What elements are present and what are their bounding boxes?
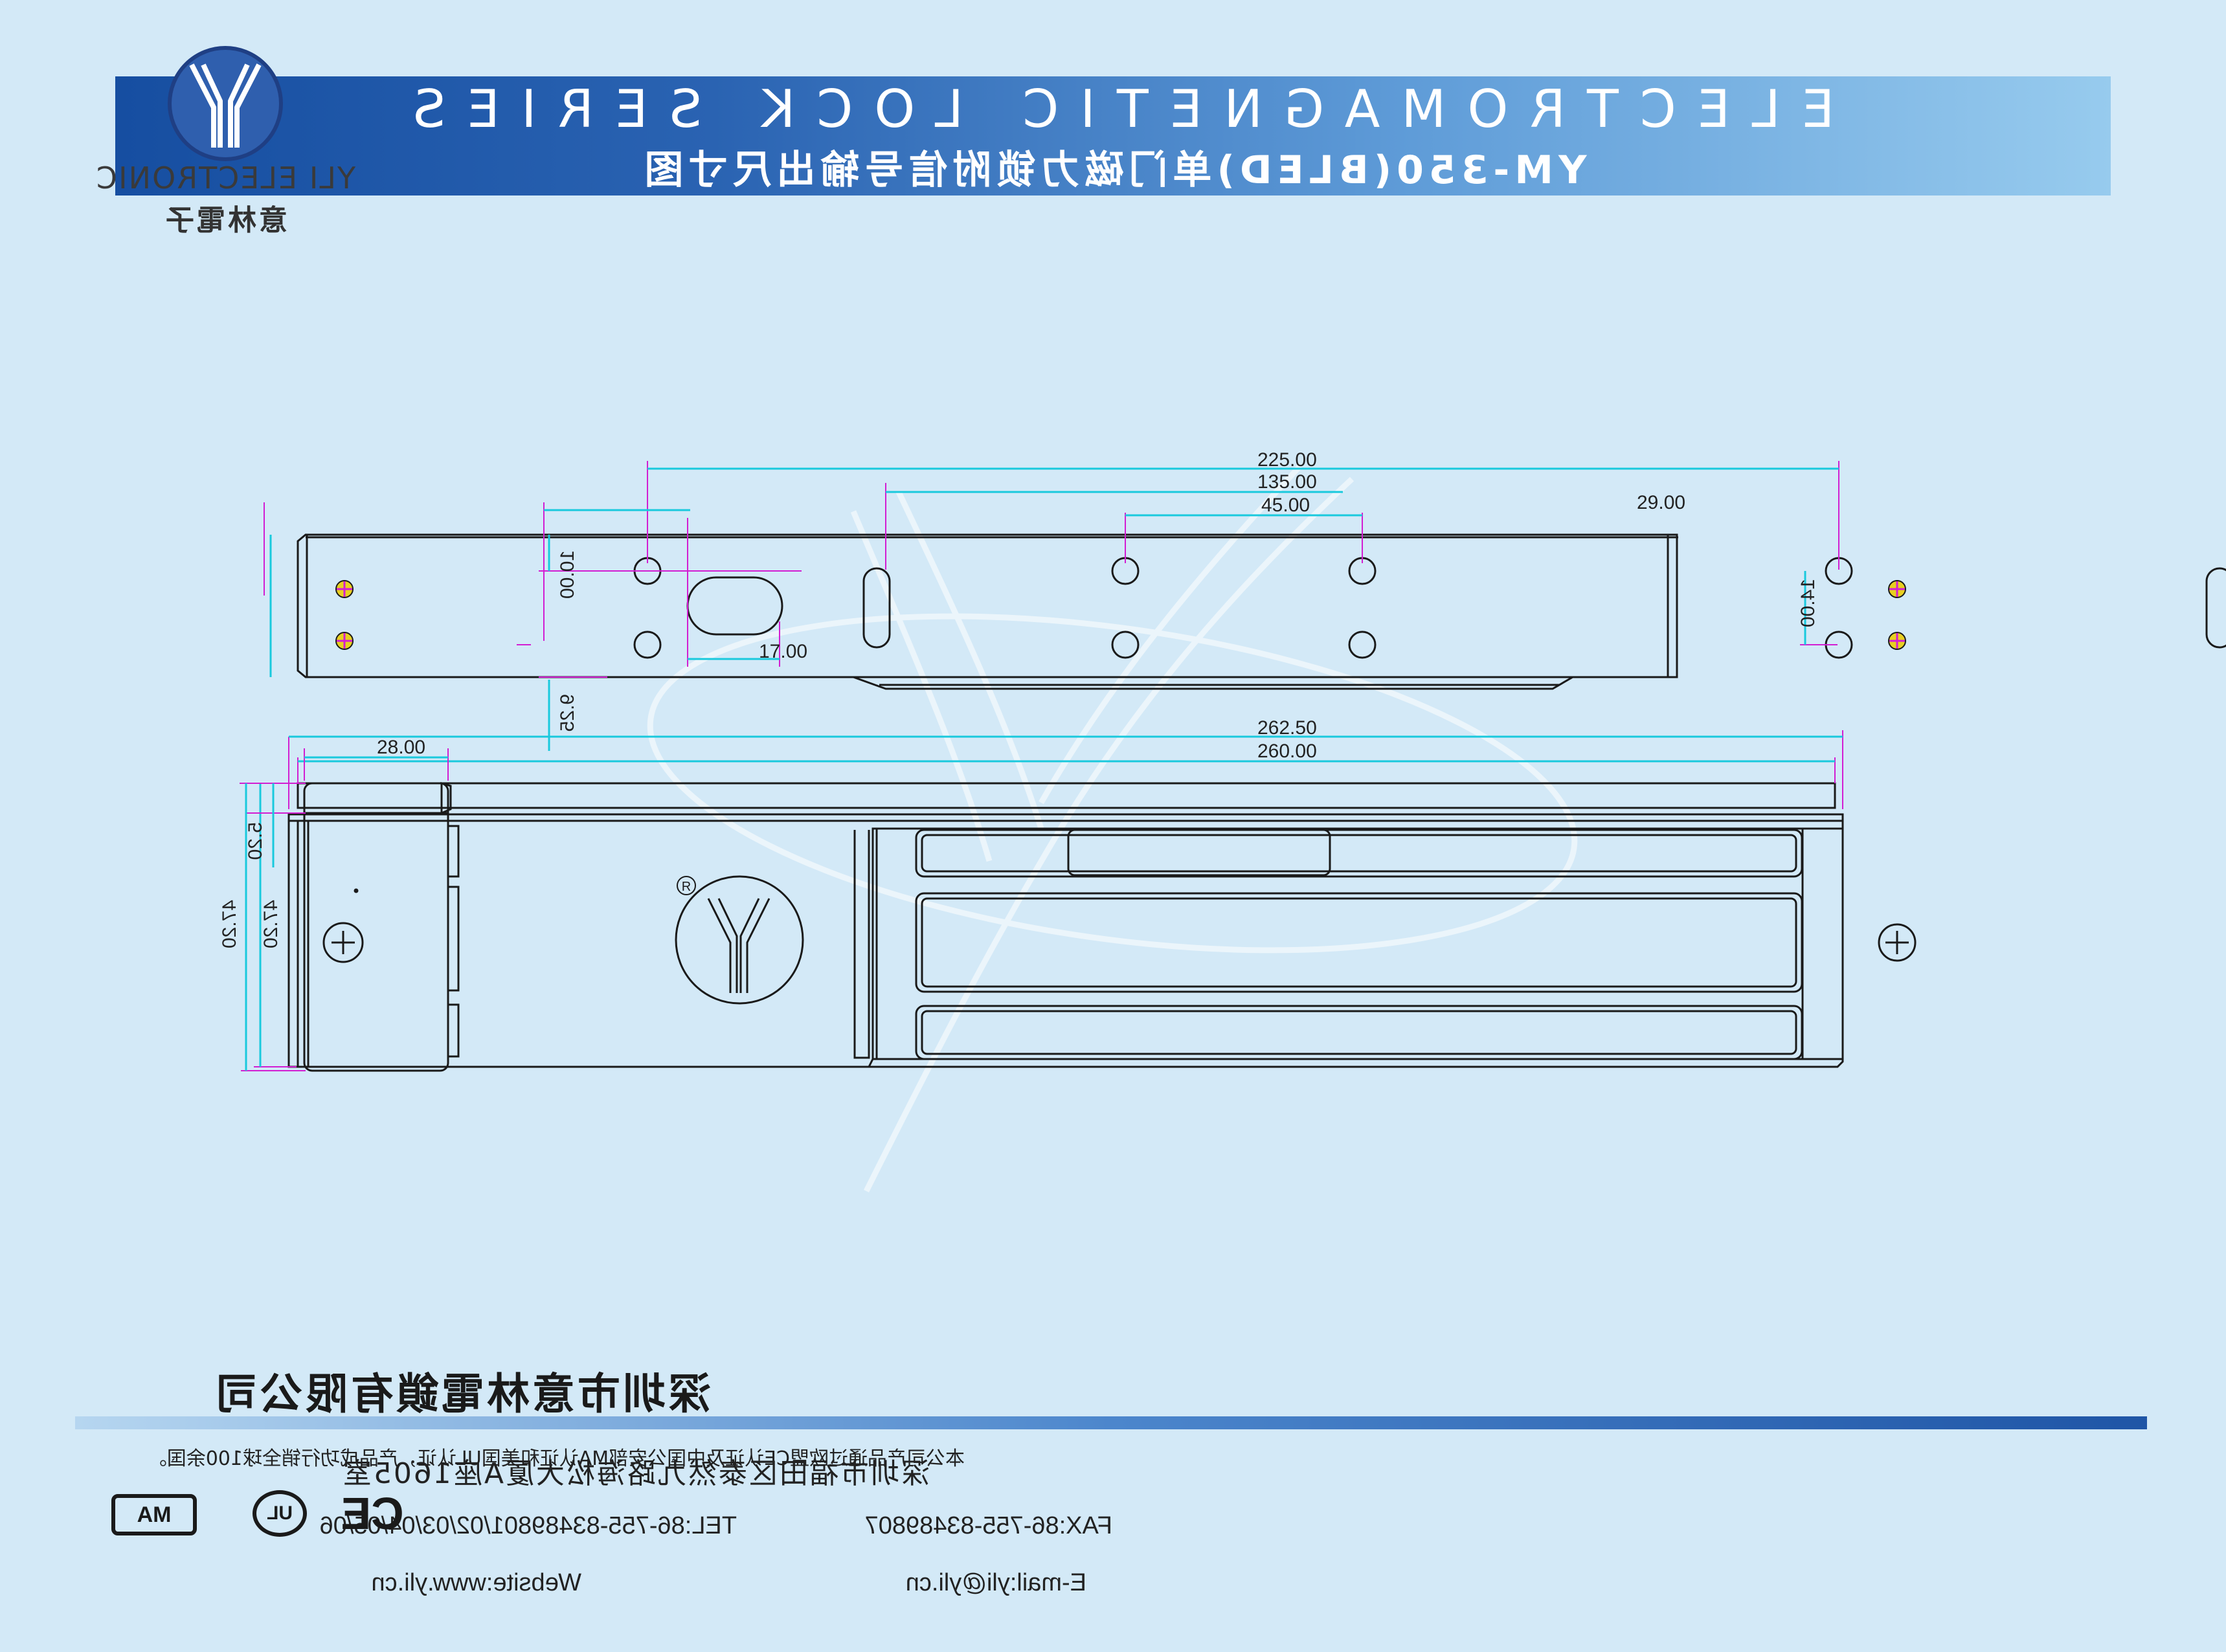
lock-body-outline xyxy=(287,782,1844,1068)
slot-hole xyxy=(862,567,891,649)
certification-note: 本公司产品通过欧盟CE认证及中国公安部MA认证和美国UL认证，产品成功行销全球1… xyxy=(147,1447,965,1470)
mounting-hole xyxy=(633,631,662,659)
mounting-holes xyxy=(633,557,2226,659)
dim-overall-length: 262.50 xyxy=(1257,717,1317,739)
ul-mark-icon: UL xyxy=(253,1490,307,1537)
dim-side-height: 47.20 xyxy=(219,900,240,948)
oval-cable-hole xyxy=(686,576,783,636)
dim-top-edge-offset: 10.00 xyxy=(557,550,578,599)
mounting-plate-outline xyxy=(297,533,1678,690)
side-view: 28.00 5.20 47.20 xyxy=(219,737,460,1072)
registered-mark-text: R xyxy=(682,880,691,894)
mounting-hole xyxy=(1111,631,1140,659)
telephone: TEL:86-755-83489801/02/03/04/05/06 xyxy=(319,1512,737,1539)
cma-mark-icon: MA xyxy=(111,1494,197,1535)
dim-hole-span-outer: 225.00 xyxy=(1257,449,1317,471)
terminal-screws xyxy=(335,580,1906,650)
top-view-dimensions: 225.00 135.00 45.00 29.00 10.00 14.00 17… xyxy=(264,449,1839,751)
slot-hole xyxy=(2205,567,2226,649)
ce-mark-icon: CE xyxy=(341,1488,404,1539)
website-link[interactable]: Website:www.yli.cn xyxy=(371,1569,581,1596)
footer-divider xyxy=(75,1416,2147,1429)
dim-end-hole-offset: 29.00 xyxy=(1637,492,1685,513)
dim-body-length: 260.00 xyxy=(1257,741,1317,762)
company-name: 深圳市意林電鎖有限公司 xyxy=(212,1369,711,1419)
yli-logo-icon xyxy=(168,46,283,161)
front-view: R 262.50 260.00 47.20 xyxy=(254,717,1917,1068)
side-view-dimensions: 28.00 5.20 47.20 xyxy=(219,737,449,1071)
registered-mark: R xyxy=(677,876,696,895)
dim-front-height: 47.20 xyxy=(260,900,282,948)
fax-number: FAX:86-755-83489807 xyxy=(864,1512,1112,1539)
dim-oval-width: 17.00 xyxy=(759,641,807,662)
dim-lower-offset: 9.25 xyxy=(557,694,578,731)
front-screws xyxy=(322,922,1917,963)
dim-hole-span-inner: 45.00 xyxy=(1261,495,1310,516)
dim-side-cap-height: 5.20 xyxy=(245,822,266,860)
mounting-hole xyxy=(1348,631,1377,659)
front-logo-icon xyxy=(675,875,804,1005)
front-view-dimensions: 262.50 260.00 47.20 xyxy=(254,717,1843,1067)
magnet-core-bar xyxy=(1067,829,1331,876)
dim-slot-span: 135.00 xyxy=(1257,471,1317,493)
dim-hole-vertical-spacing: 14.00 xyxy=(1797,579,1819,627)
email-link[interactable]: E-mail:yli@yli.cn xyxy=(905,1569,1086,1596)
dim-side-depth: 28.00 xyxy=(377,737,425,758)
side-body-outline xyxy=(303,782,460,1072)
top-view: 225.00 135.00 45.00 29.00 10.00 14.00 17… xyxy=(264,449,2226,751)
magnet-core xyxy=(875,827,1804,1060)
